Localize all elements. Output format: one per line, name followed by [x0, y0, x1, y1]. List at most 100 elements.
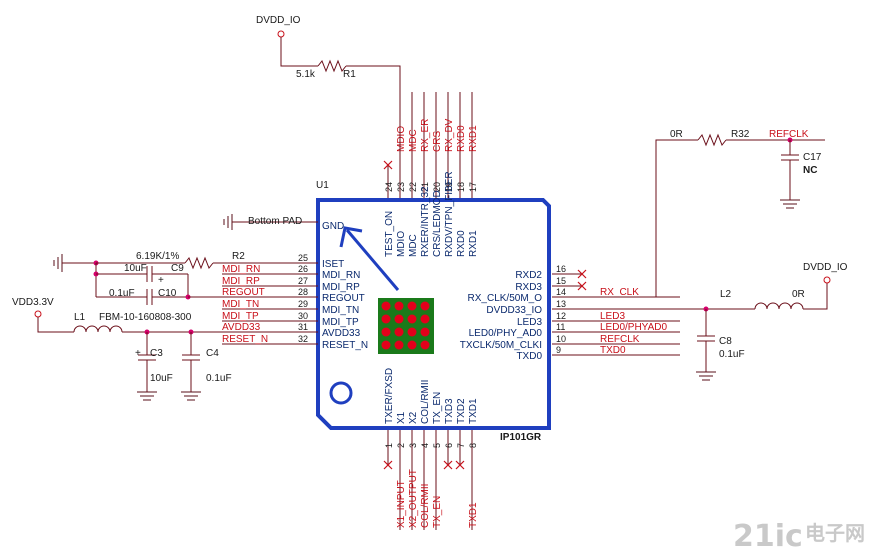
pin-name: CRS/LEDMOD: [432, 190, 443, 257]
net-label: RX_CLK: [600, 287, 639, 298]
bottom-pad-label: Bottom PAD: [248, 216, 302, 227]
pin-number: 26: [298, 264, 308, 274]
r2-ref: R2: [232, 251, 245, 262]
r1-value: 5.1k: [296, 69, 316, 80]
pin-name: X1: [396, 411, 407, 424]
pin-number: 27: [298, 276, 308, 286]
no-connect-icon: [455, 460, 465, 470]
no-connect-icon: [577, 269, 587, 279]
no-connect-icon: [383, 160, 393, 170]
left-pins: 25ISET26MDI_RNMDI_RN27MDI_RPMDI_RP28REGO…: [213, 253, 368, 351]
pin-number: 23: [396, 182, 406, 192]
net-label: MDI_RN: [222, 264, 260, 275]
pad-ball: [420, 314, 430, 324]
net-label: CRS: [432, 131, 443, 152]
net-label: X1_INPUT: [396, 480, 407, 528]
pin-name: TXER/FXSD: [384, 368, 395, 424]
net-label: REGOUT: [222, 287, 265, 298]
dvdd-io-top-label: DVDD_IO: [256, 15, 301, 26]
pad-ball: [420, 340, 430, 350]
net-label: MDC: [408, 129, 419, 152]
pin-number: 32: [298, 334, 308, 344]
pin-name: TEST_ON: [384, 211, 395, 257]
pin-number: 21: [420, 182, 430, 192]
power-port-icon: [277, 30, 285, 38]
pin-number: 17: [468, 182, 478, 192]
pin-number: 4: [420, 443, 430, 448]
c9-plus-icon: +: [158, 275, 164, 286]
net-label: COL/RMII: [420, 484, 431, 528]
pin-number: 30: [298, 311, 308, 321]
pin-1: 1 TXER/FXSD: [383, 368, 395, 470]
pin-number: 19: [444, 182, 454, 192]
pad-balls: [381, 301, 430, 350]
c9-value: 10uF: [124, 263, 147, 274]
pin-name: TXCLK/50M_CLKI: [460, 340, 542, 351]
pad-ball: [381, 327, 391, 337]
c3-ref: C3: [150, 348, 163, 359]
r2-value: 6.19K/1%: [136, 251, 179, 262]
net-label: RESET_N: [222, 334, 268, 345]
net-label: MDIO: [396, 126, 407, 152]
l1-ref: L1: [74, 312, 86, 323]
pin-name: TXD0: [516, 351, 542, 362]
r1-pullup: DVDD_IO 5.1k R1: [256, 15, 401, 178]
no-connect-icon: [443, 460, 453, 470]
net-label: TXD0: [600, 345, 626, 356]
pad-ball: [381, 314, 391, 324]
pin-number: 2: [396, 443, 406, 448]
pad-ball: [420, 301, 430, 311]
c8-ref: C8: [719, 336, 732, 347]
net-label: MDI_TN: [222, 299, 259, 310]
c4-ref: C4: [206, 348, 219, 359]
pin-name: MDI_RN: [322, 270, 360, 281]
chip-u1: U1 IP101GR GND: [316, 180, 551, 443]
net-label: RX_ER: [420, 119, 431, 152]
bottom-pad-ground: Bottom PAD: [223, 214, 318, 230]
pad-ball: [394, 301, 404, 311]
c9-ref: C9: [171, 263, 184, 274]
pad-ball: [394, 327, 404, 337]
pad-ball: [394, 340, 404, 350]
pin-number: 28: [298, 287, 308, 297]
pin-number: 7: [456, 443, 466, 448]
pin-name: RXD1: [468, 230, 479, 257]
pin-name: MDI_TP: [322, 317, 359, 328]
pin-number: 1: [384, 443, 394, 448]
c3-value: 10uF: [150, 373, 173, 384]
pin-number: 15: [556, 276, 566, 286]
vdd33-port-icon: [34, 310, 42, 318]
pin-name: COL/RMII: [420, 380, 431, 424]
pad-ball: [407, 327, 417, 337]
r32-ref: R32: [731, 129, 750, 140]
net-label: REFCLK: [600, 334, 640, 345]
pad-ball: [407, 314, 417, 324]
pin-number: 9: [556, 345, 561, 355]
pin-name: MDI_RP: [322, 282, 360, 293]
pin-number: 8: [468, 443, 478, 448]
c17-value: NC: [803, 165, 817, 176]
pin-name: RXDV/TPN_FIBER: [444, 171, 455, 257]
net-label: RXD1: [468, 125, 479, 152]
pin-name: RXD3: [515, 282, 542, 293]
c10-ref: C10: [158, 288, 177, 299]
pin-name: RXER/INTR_32: [420, 186, 431, 257]
r32-value: 0R: [670, 129, 683, 140]
